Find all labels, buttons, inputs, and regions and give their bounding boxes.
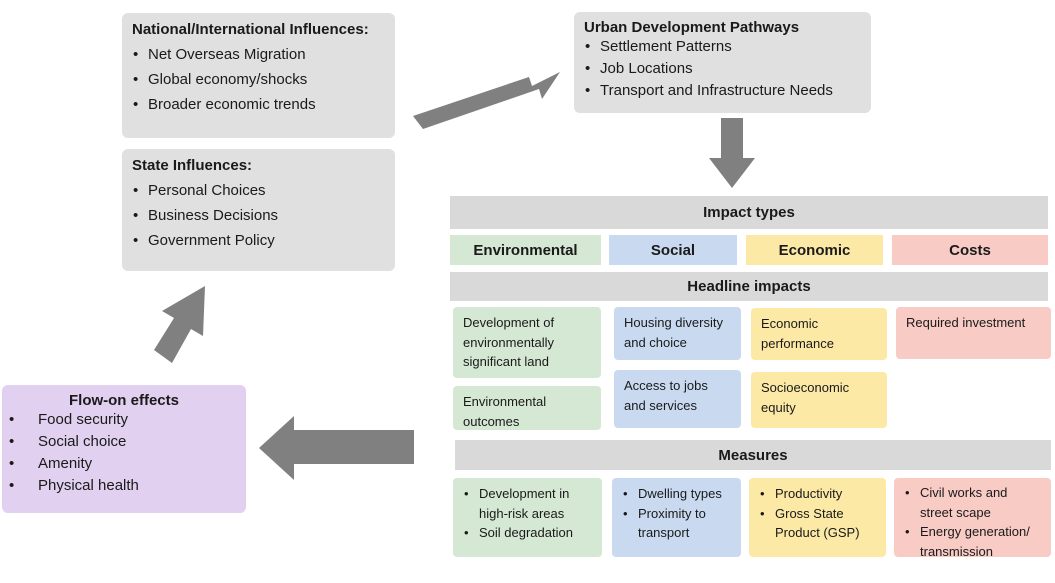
list-item: Dwelling types	[622, 484, 731, 504]
list-item: Physical health	[8, 475, 236, 497]
headline-costs-card: Required investment	[896, 307, 1051, 359]
list-item: Energy generation/ transmission	[904, 522, 1041, 561]
list-item: Productivity	[759, 484, 876, 504]
list-item: Job Locations	[584, 58, 861, 80]
list-item: Proximity to transport	[622, 504, 731, 543]
measures-social-card: Dwelling types Proximity to transport	[612, 478, 741, 557]
national-influences-title: National/International Influences:	[132, 21, 369, 38]
headline-social-card-2: Access to jobs and services	[614, 370, 741, 428]
list-item: Global economy/shocks	[132, 67, 385, 92]
state-influences-title: State Influences:	[132, 157, 253, 174]
arrow-up-icon	[154, 286, 205, 363]
measures-costs-card: Civil works and street scape Energy gene…	[894, 478, 1051, 559]
headline-costs-text: Required investment	[906, 315, 1026, 330]
list-item: Transport and Infrastructure Needs	[584, 80, 861, 102]
list-item: Food security	[8, 409, 236, 431]
list-item: Settlement Patterns	[584, 36, 861, 58]
list-item: Business Decisions	[132, 203, 385, 228]
urban-pathways-box: Urban Development Pathways Settlement Pa…	[574, 12, 871, 113]
headline-impacts-heading: Headline impacts	[450, 272, 1048, 301]
list-item: Net Overseas Migration	[132, 42, 385, 67]
headline-env-card-2: Environmental outcomes	[453, 386, 601, 430]
headline-economic-card-2: Socioeconomic equity	[751, 372, 887, 428]
list-item: Amenity	[8, 453, 236, 475]
headline-env-text: Development of environmentally significa…	[463, 315, 555, 369]
list-item: Soil degradation	[463, 523, 592, 543]
category-economic: Economic	[746, 235, 883, 265]
headline-social-text: Housing diversity and choice	[624, 315, 723, 350]
arrow-down-icon	[709, 118, 755, 188]
flow-on-effects-box: Flow-on effects Food security Social cho…	[2, 385, 246, 513]
list-item: Civil works and street scape	[904, 483, 1041, 522]
list-item: Social choice	[8, 431, 236, 453]
headline-economic-text: Economic performance	[761, 316, 834, 351]
category-costs: Costs	[892, 235, 1048, 265]
list-item: Broader economic trends	[132, 92, 385, 117]
measures-env-card: Development in high-risk areas Soil degr…	[453, 478, 602, 557]
headline-env-text: Environmental outcomes	[463, 394, 547, 429]
national-influences-box: National/International Influences: Net O…	[122, 13, 395, 138]
category-environmental: Environmental	[450, 235, 601, 265]
measures-heading: Measures	[455, 440, 1051, 470]
flow-on-effects-title: Flow-on effects	[68, 392, 179, 409]
list-item: Government Policy	[132, 228, 385, 253]
headline-economic-text: Socioeconomic equity	[761, 380, 850, 415]
impact-types-heading: Impact types	[450, 196, 1048, 229]
headline-economic-card-1: Economic performance	[751, 308, 887, 360]
arrow-to-urban-icon	[413, 72, 560, 129]
state-influences-box: State Influences: Personal Choices Busin…	[122, 149, 395, 271]
headline-social-card-1: Housing diversity and choice	[614, 307, 741, 360]
list-item: Development in high-risk areas	[463, 484, 592, 523]
arrow-left-icon	[259, 416, 414, 480]
urban-pathways-title: Urban Development Pathways	[584, 19, 800, 36]
headline-social-text: Access to jobs and services	[624, 378, 708, 413]
category-social: Social	[609, 235, 737, 265]
list-item: Gross State Product (GSP)	[759, 504, 876, 543]
measures-economic-card: Productivity Gross State Product (GSP)	[749, 478, 886, 557]
headline-env-card-1: Development of environmentally significa…	[453, 307, 601, 378]
list-item: Personal Choices	[132, 178, 385, 203]
